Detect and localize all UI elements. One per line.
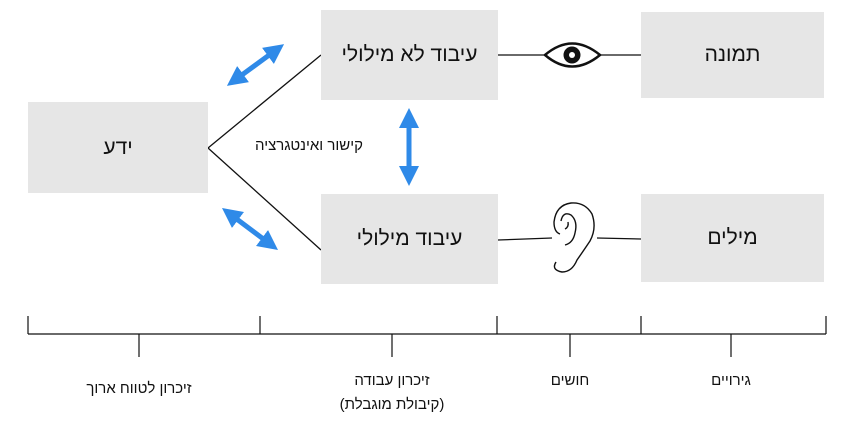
timeline-label-senses: חושים: [550, 372, 590, 389]
timeline: [27, 316, 827, 357]
box-nonverbal-processing: עיבוד לא מילולי: [321, 10, 498, 100]
timeline-label-working-memory-capacity: (קיבולת מוגבלת): [339, 396, 445, 413]
box-verbal-processing: עיבוד מילולי: [321, 194, 498, 284]
line-ear-words: [596, 237, 642, 240]
box-knowledge: ידע: [28, 102, 208, 193]
eye-icon: [543, 42, 602, 68]
line-knowledge-verbal: [207, 147, 322, 251]
timeline-label-long-term-memory: זיכרון לטווח ארוך: [86, 380, 192, 397]
ear-icon: [553, 202, 595, 273]
double-arrow-top-left: [226, 44, 285, 86]
connect-integrate-label: קישור ואינטגרציה: [255, 137, 363, 154]
timeline-label-working-memory: זיכרון עבודה: [354, 372, 430, 389]
line-knowledge-nonverbal: [207, 54, 322, 149]
double-arrow-bottom-left: [222, 208, 278, 250]
timeline-label-sensory: גירויים: [711, 372, 751, 389]
box-image: תמונה: [641, 12, 824, 98]
line-verbal-ear: [497, 237, 553, 241]
box-words: מילים: [641, 194, 824, 282]
